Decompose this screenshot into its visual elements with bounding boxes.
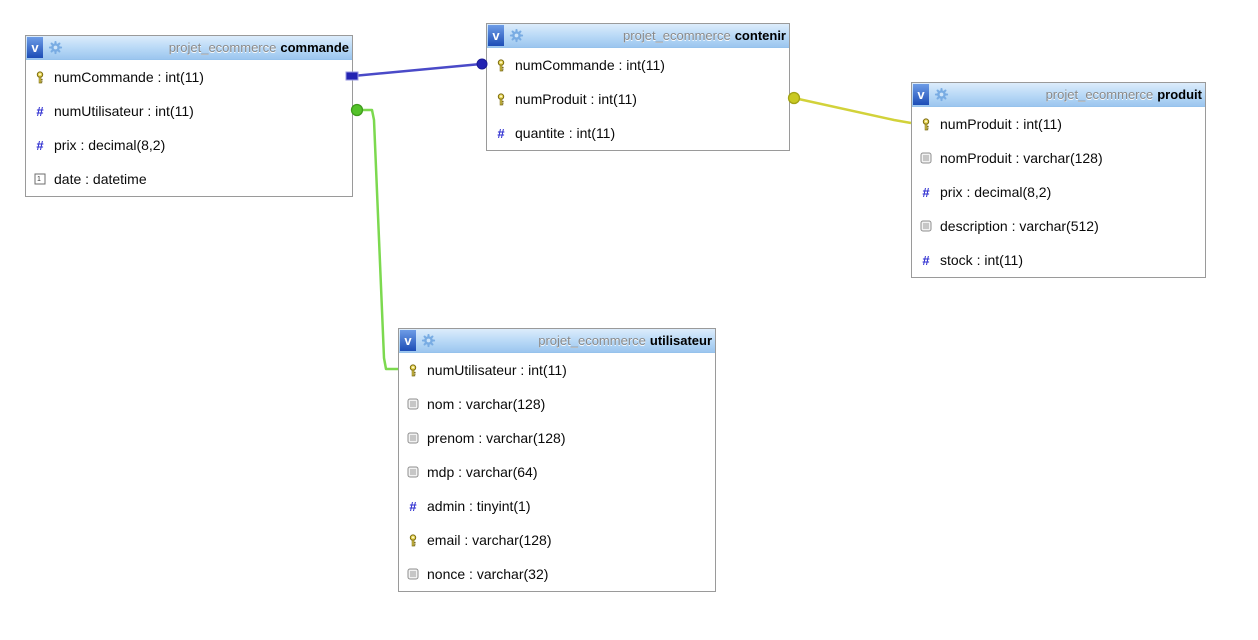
table-name: utilisateur: [649, 333, 712, 348]
numeric-column-icon: #: [922, 252, 930, 268]
relation-endpoint-dot: [787, 91, 801, 105]
numeric-column-icon: #: [497, 125, 505, 141]
database-name: projet_ecommerce: [623, 28, 731, 43]
column-label: admin : tinyint(1): [427, 498, 531, 514]
column-label: description : varchar(512): [940, 218, 1099, 234]
relation-commande-contenir-line[interactable]: [352, 62, 482, 78]
table-options-gear-icon[interactable]: [509, 28, 524, 43]
column-label: nonce : varchar(32): [427, 566, 549, 582]
column-row[interactable]: # numUtilisateur : int(11): [26, 94, 352, 128]
column-row[interactable]: numUtilisateur : int(11): [399, 353, 715, 387]
table-name: produit: [1157, 87, 1202, 102]
unique-key-icon: [407, 534, 419, 547]
relation-commande-utilisateur-line[interactable]: [357, 108, 398, 371]
column-row[interactable]: prenom : varchar(128): [399, 421, 715, 455]
text-column-icon: [920, 220, 932, 232]
column-row[interactable]: mdp : varchar(64): [399, 455, 715, 489]
column-row[interactable]: description : varchar(512): [912, 209, 1205, 243]
table-name: commande: [280, 40, 349, 55]
column-label: prix : decimal(8,2): [940, 184, 1052, 200]
column-row[interactable]: email : varchar(128): [399, 523, 715, 557]
column-row[interactable]: # prix : decimal(8,2): [912, 175, 1205, 209]
text-column-icon: [407, 568, 419, 580]
column-label: numProduit : int(11): [940, 116, 1062, 132]
table-toggle-button[interactable]: v: [27, 37, 43, 58]
text-column-icon: [407, 432, 419, 444]
primary-key-icon: [407, 364, 419, 377]
column-label: numUtilisateur : int(11): [427, 362, 567, 378]
database-name: projet_ecommerce: [538, 333, 646, 348]
column-label: date : datetime: [54, 171, 147, 187]
primary-key-icon: [34, 71, 46, 84]
column-row[interactable]: nom : varchar(128): [399, 387, 715, 421]
column-row[interactable]: numCommande : int(11): [487, 48, 789, 82]
column-row[interactable]: numProduit : int(11): [912, 107, 1205, 141]
column-label: stock : int(11): [940, 252, 1023, 268]
column-label: nomProduit : varchar(128): [940, 150, 1103, 166]
table-toggle-button[interactable]: v: [400, 330, 416, 351]
database-name: projet_ecommerce: [1045, 87, 1154, 102]
column-label: numProduit : int(11): [515, 91, 637, 107]
table-options-gear-icon[interactable]: [421, 333, 436, 348]
column-row[interactable]: # quantite : int(11): [487, 116, 789, 150]
table-options-gear-icon[interactable]: [48, 40, 63, 55]
table-name: contenir: [734, 28, 786, 43]
column-label: numCommande : int(11): [515, 57, 665, 73]
numeric-column-icon: #: [36, 137, 44, 153]
column-row[interactable]: # admin : tinyint(1): [399, 489, 715, 523]
numeric-column-icon: #: [922, 184, 930, 200]
column-row[interactable]: # stock : int(11): [912, 243, 1205, 277]
primary-key-icon: [495, 59, 507, 72]
numeric-column-icon: #: [36, 103, 44, 119]
text-column-icon: [920, 152, 932, 164]
column-label: email : varchar(128): [427, 532, 552, 548]
primary-key-icon: [920, 118, 932, 131]
column-label: numCommande : int(11): [54, 69, 204, 85]
database-name: projet_ecommerce: [168, 40, 277, 55]
table-toggle-button[interactable]: v: [913, 84, 929, 105]
column-label: quantite : int(11): [515, 125, 616, 141]
relation-contenir-produit-line[interactable]: [793, 96, 912, 125]
column-row[interactable]: nomProduit : varchar(128): [912, 141, 1205, 175]
relation-endpoint-dot: [350, 103, 364, 117]
column-row[interactable]: numCommande : int(11): [26, 60, 352, 94]
table-options-gear-icon[interactable]: [934, 87, 949, 102]
column-label: mdp : varchar(64): [427, 464, 538, 480]
column-label: prenom : varchar(128): [427, 430, 566, 446]
column-row[interactable]: nonce : varchar(32): [399, 557, 715, 591]
text-column-icon: [407, 466, 419, 478]
svg-text:1: 1: [37, 176, 41, 183]
column-label: prix : decimal(8,2): [54, 137, 166, 153]
numeric-column-icon: #: [409, 498, 417, 514]
column-row[interactable]: 1 date : datetime: [26, 162, 352, 196]
column-label: nom : varchar(128): [427, 396, 546, 412]
datetime-icon: 1: [34, 173, 46, 185]
column-row[interactable]: numProduit : int(11): [487, 82, 789, 116]
primary-key-icon: [495, 93, 507, 106]
column-row[interactable]: # prix : decimal(8,2): [26, 128, 352, 162]
column-label: numUtilisateur : int(11): [54, 103, 194, 119]
text-column-icon: [407, 398, 419, 410]
table-toggle-button[interactable]: v: [488, 25, 504, 46]
